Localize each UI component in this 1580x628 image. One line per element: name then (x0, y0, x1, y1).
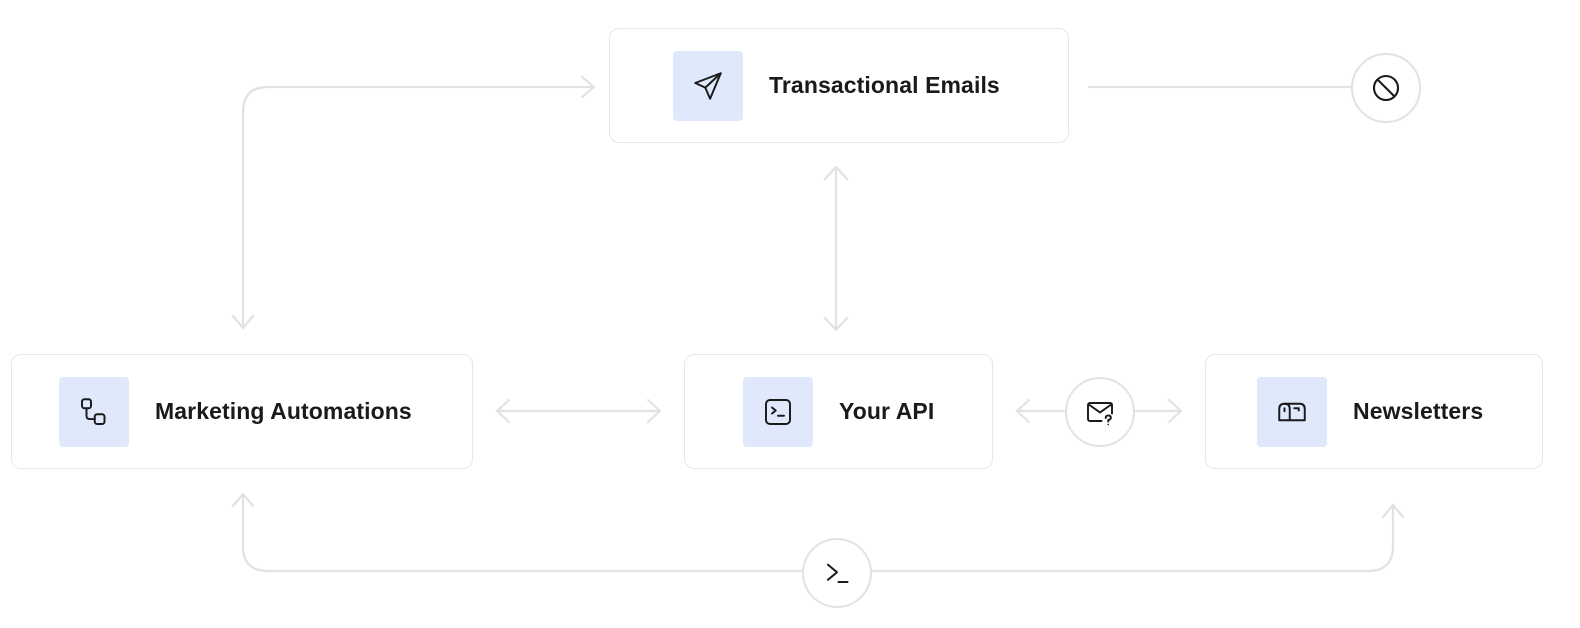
node-your-api[interactable]: Your API (684, 354, 993, 469)
connector-marketing-transactional (241, 85, 596, 330)
icon-tile (743, 376, 813, 447)
terminal-prompt-icon (826, 563, 849, 584)
arrowhead-down-api (823, 316, 849, 332)
arrowhead-up-newsletters (1381, 503, 1405, 519)
connector-marketing-terminal (241, 492, 803, 573)
icon-tile (59, 376, 129, 447)
connector-terminal-newsletters (869, 503, 1395, 573)
terminal-icon (765, 398, 791, 425)
node-label: Marketing Automations (155, 398, 412, 424)
mail-question-badge (1065, 377, 1135, 447)
terminal-prompt-badge (802, 538, 872, 608)
arrowhead-to-marketing (231, 314, 255, 330)
arrowhead-left-api (1015, 398, 1031, 424)
arrowhead-left-marketing (495, 398, 511, 424)
arrowhead-up-marketing (231, 492, 255, 508)
workflow-icon (81, 397, 106, 425)
arrowhead-to-transactional (580, 75, 596, 99)
prohibited-icon (1372, 74, 1400, 102)
node-label: Newsletters (1353, 398, 1484, 424)
node-transactional-emails[interactable]: Transactional Emails (609, 28, 1069, 143)
blocked-badge (1351, 53, 1421, 123)
arrowhead-up-transactional (823, 165, 849, 181)
node-marketing-automations[interactable]: Marketing Automations (11, 354, 473, 469)
icon-tile (673, 50, 743, 121)
mail-question-icon (1087, 402, 1113, 426)
node-label: Transactional Emails (769, 72, 1000, 98)
paper-plane-icon (694, 71, 722, 100)
icon-tile (1257, 376, 1327, 447)
mailbox-icon (1278, 402, 1306, 421)
node-label: Your API (839, 398, 935, 424)
arrowhead-right-newsletters (1167, 398, 1183, 424)
node-newsletters[interactable]: Newsletters (1205, 354, 1543, 469)
arrowhead-right-api (646, 398, 662, 424)
